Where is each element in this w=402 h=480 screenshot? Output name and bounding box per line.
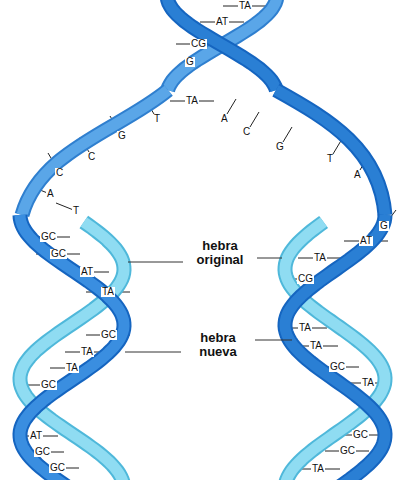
original-strand-edge — [276, 90, 385, 215]
base-letter: A — [46, 189, 55, 199]
leader-line — [128, 262, 183, 263]
base-letter: GC — [100, 330, 117, 340]
base-letter: A — [353, 170, 362, 180]
base-letter: GC — [352, 430, 369, 440]
base-letter: C — [242, 127, 251, 137]
base-letter: TA — [361, 378, 375, 388]
base-letter: TA — [238, 1, 252, 11]
base-letter: GC — [329, 362, 346, 372]
original-strand — [167, 0, 276, 90]
base-letter: C — [55, 168, 64, 178]
base-letter: GC — [339, 446, 356, 456]
base-letter: TA — [313, 253, 327, 263]
leader-line — [257, 258, 282, 259]
base-letter: TA — [309, 341, 323, 351]
base-letter: G — [275, 142, 285, 152]
strand-label: hebra nueva — [185, 331, 251, 360]
base-letter: TA — [65, 363, 79, 373]
leader-line — [255, 340, 292, 341]
base-letter: AT — [80, 267, 94, 277]
base-letter: TA — [80, 347, 94, 357]
base-letter: AT — [359, 236, 373, 246]
original-strand-edge — [22, 90, 168, 215]
original-strand-edge — [285, 215, 385, 480]
original-strand-edge — [168, 0, 277, 90]
original-strand-edge — [20, 215, 124, 480]
base-letter: C — [87, 152, 96, 162]
original-strand — [276, 90, 385, 215]
base-letter: GC — [40, 380, 57, 390]
base-letter: CG — [190, 39, 207, 49]
base-letter: G — [117, 131, 127, 141]
base-letter: GC — [49, 463, 66, 473]
original-strand — [20, 215, 124, 480]
base-letter: TA — [311, 464, 325, 474]
base-letter: T — [72, 206, 80, 216]
base-letter: T — [153, 114, 161, 124]
base-letter: T — [326, 154, 334, 164]
base-letter: GC — [34, 447, 51, 457]
strand-label: hebra original — [187, 239, 253, 268]
base-letter: TA — [298, 323, 312, 333]
original-strand — [285, 215, 385, 480]
base-letter: CG — [297, 274, 314, 284]
base-letter: TA — [101, 287, 115, 297]
base-letter: AT — [29, 431, 43, 441]
base-letter: TA — [185, 96, 199, 106]
base-letter: G — [185, 57, 195, 67]
original-strand-edge — [167, 0, 276, 90]
base-letter: A — [220, 114, 229, 124]
original-strand — [22, 90, 168, 215]
base-letter: GC — [50, 249, 67, 259]
original-strand — [168, 0, 277, 90]
base-letter: GC — [40, 232, 57, 242]
base-letter: G — [379, 221, 389, 231]
base-letter: AT — [215, 17, 229, 27]
leader-line — [125, 352, 181, 353]
